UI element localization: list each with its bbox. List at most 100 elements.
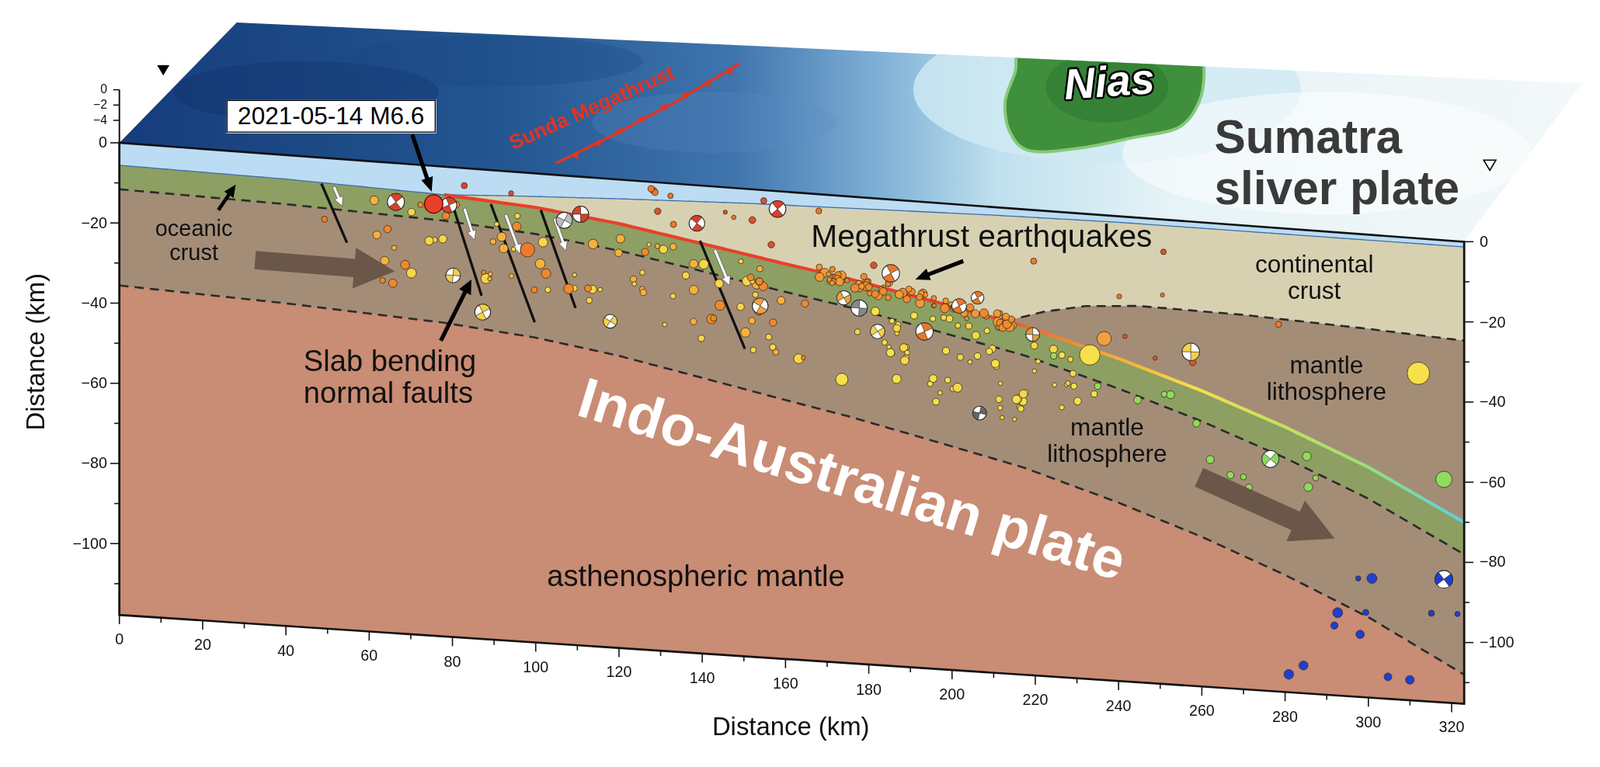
earthquake-dot	[946, 315, 954, 323]
earthquake-dot	[829, 280, 835, 286]
leader-arrow	[216, 184, 236, 212]
focal-mechanism-quadrant	[475, 312, 487, 320]
earthquake-dot	[538, 237, 548, 247]
callout-text: Slab bending normal faults	[303, 345, 513, 410]
focal-mechanism-ring	[441, 197, 457, 213]
earthquake-dot	[835, 277, 845, 286]
earthquake-dot	[629, 275, 637, 282]
focal-mechanism-ring	[915, 323, 933, 341]
axis-tick	[1464, 281, 1470, 283]
axis-tick	[114, 182, 120, 185]
earthquake-dot	[1074, 397, 1082, 406]
earthquake-dot	[879, 287, 887, 296]
earthquake-dot	[391, 245, 397, 251]
earthquake-dot	[755, 278, 763, 286]
focal-mechanism-quadrant	[610, 315, 618, 325]
focal-mechanism-quadrant	[771, 208, 783, 218]
tick-label: −100	[73, 535, 108, 553]
boundary-dashed	[119, 189, 1465, 555]
axis-tick	[243, 623, 246, 630]
earthquake-dot	[646, 242, 651, 247]
axis-tick	[826, 661, 828, 668]
axis-tick	[1464, 361, 1470, 363]
island-relief	[1046, 51, 1169, 123]
axis-tick	[113, 89, 120, 91]
thrust-tooth	[702, 79, 710, 88]
earthquake-dot	[417, 201, 424, 208]
focal-mechanism-ring	[445, 267, 461, 283]
earthquake-dot	[965, 323, 972, 330]
scale-label: 0	[100, 83, 108, 97]
tick-label: 280	[1272, 708, 1298, 725]
thrust-tooth	[681, 91, 689, 101]
focal-mechanism-quadrant	[1182, 343, 1191, 352]
earthquake-dot	[973, 352, 981, 359]
asthenosphere-layer	[119, 142, 1465, 705]
focal-mechanism	[474, 304, 491, 320]
axis-title: Distance (km)	[712, 713, 870, 741]
focal-mechanism-ring	[952, 299, 967, 314]
earthquake-dot	[940, 303, 950, 314]
earthquake-dot	[1032, 368, 1037, 374]
earthquake-dot	[490, 238, 497, 245]
focal-mechanism-quadrant	[389, 201, 401, 211]
continental-crust-layer	[444, 194, 1465, 341]
earthquake-dot	[1454, 612, 1461, 618]
focal-mechanism-quadrant	[756, 306, 768, 314]
axis-tick	[1076, 678, 1079, 685]
earthquake-dot	[1079, 344, 1100, 366]
callout-text: Megathrust earthquakes	[810, 219, 1152, 254]
axis-line	[118, 90, 121, 616]
axis-tick	[701, 653, 703, 664]
focal-mechanism-ring	[556, 212, 573, 229]
earthquake-dot	[1384, 673, 1392, 682]
earthquake-dot	[904, 350, 910, 355]
focal-mechanism-ring	[1262, 450, 1280, 468]
slip-arrow	[332, 186, 343, 207]
axis-tick	[1464, 321, 1474, 324]
earthquake-dot	[931, 295, 937, 302]
axis-tick	[1464, 441, 1470, 444]
focal-mechanism	[1262, 450, 1280, 468]
earthquake-dot	[1366, 573, 1378, 585]
axis-tick	[110, 142, 120, 144]
axis-tick	[1464, 401, 1474, 404]
earthquake-dot	[953, 382, 963, 393]
earthquake-dot	[1206, 455, 1214, 464]
earthquake-dot	[438, 234, 448, 244]
earthquake-dot	[1012, 395, 1021, 404]
tick-label: 260	[1189, 702, 1215, 720]
focal-mechanism	[1026, 327, 1040, 342]
earthquake-dot	[1123, 333, 1128, 339]
earthquake-dot	[670, 293, 676, 300]
focal-mechanism	[870, 324, 886, 340]
earthquake-dot	[369, 195, 379, 205]
tick-label: −60	[81, 375, 108, 392]
earthquake-dot	[1049, 345, 1058, 354]
tick-label: 40	[277, 642, 295, 659]
earthquake-dot	[714, 279, 724, 289]
focal-mechanism-quadrant	[859, 308, 868, 317]
mainshock	[424, 194, 444, 214]
focal-mechanism-quadrant	[1190, 351, 1200, 361]
focal-mechanism-ring	[572, 205, 589, 223]
axis-tick	[201, 620, 204, 630]
earthquake-dot	[756, 265, 763, 272]
fault-line	[699, 240, 745, 349]
tick-label: −40	[81, 295, 108, 312]
tick-label: 0	[1479, 233, 1489, 251]
earthquake-dot	[681, 271, 689, 279]
focal-mechanism-quadrant	[1262, 453, 1271, 466]
fault-line	[540, 210, 576, 309]
earthquake-dot	[737, 302, 745, 310]
focal-mechanism-quadrant	[836, 292, 844, 302]
thrust-tooth	[659, 103, 667, 112]
focal-mechanism-quadrant	[1032, 334, 1040, 342]
earthquake-dot	[871, 290, 879, 298]
earthquake-dot	[956, 354, 964, 361]
earthquake-dot	[520, 243, 535, 258]
earthquake-dot	[493, 222, 499, 227]
tick-label: 140	[689, 670, 716, 687]
earthquake-dot	[940, 314, 947, 321]
profile-marker	[156, 65, 170, 76]
